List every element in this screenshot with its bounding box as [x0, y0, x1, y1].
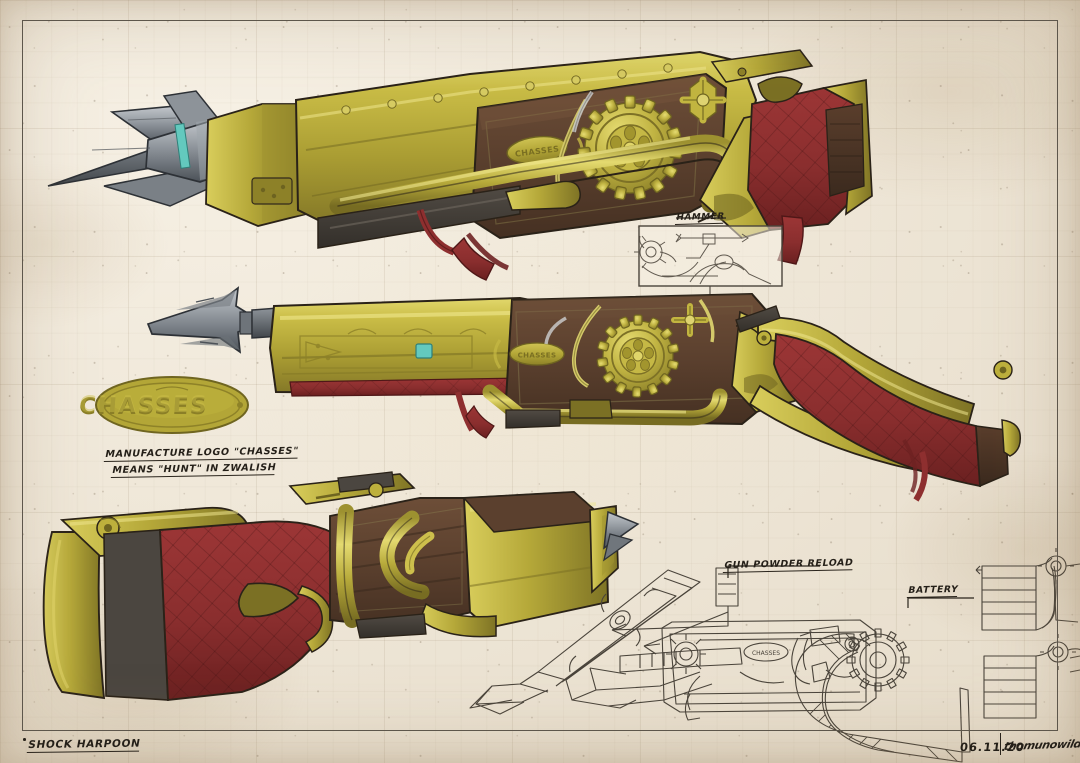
weapon-view-middle-profile: CHASSES — [146, 286, 1022, 502]
blueprint-leader-lines — [727, 565, 974, 608]
valve-cluster-top — [679, 76, 727, 124]
blueprint-harpoon-assembly — [469, 567, 743, 715]
sheet-title: SHOCK HARPOON — [26, 737, 142, 753]
logo-plate-top: CHASSES — [506, 135, 568, 165]
svg-text:CHASSES: CHASSES — [518, 352, 557, 360]
main-gear-middle — [596, 314, 680, 398]
signature-divider — [1000, 733, 1002, 755]
annotation-battery: BATTERY — [906, 583, 960, 598]
rivet-row-top — [341, 63, 673, 115]
blueprint-receiver: CHASSES — [661, 619, 910, 721]
svg-text:CHASSES: CHASSES — [78, 392, 209, 418]
annotation-gun-powder-reload: GUN POWDER RELOAD — [722, 557, 855, 573]
chasses-logo-badge: CHASSES CHASSES — [78, 376, 249, 434]
weapon-view-top-perspective: CHASSES — [47, 49, 873, 281]
callout-hammer-inset — [634, 217, 783, 310]
valve-cluster-middle — [671, 303, 709, 337]
annotation-hammer: HAMMER — [674, 211, 726, 225]
blueprint-battery-detail-lower — [983, 634, 1080, 719]
svg-text:CHASSES: CHASSES — [752, 650, 780, 657]
svg-text:CHASSES: CHASSES — [78, 394, 209, 420]
harpoon-head-middle — [146, 286, 281, 354]
artist-signature: thomunowild — [1002, 737, 1080, 753]
logo-plate-middle: CHASSES — [509, 342, 565, 366]
weapon-view-blueprint-lineart: CHASSES — [469, 548, 1080, 763]
weapon-view-rear-quarter — [42, 471, 640, 702]
title-bullet-dot — [23, 738, 26, 741]
blueprint-battery-detail-upper — [975, 548, 1080, 631]
